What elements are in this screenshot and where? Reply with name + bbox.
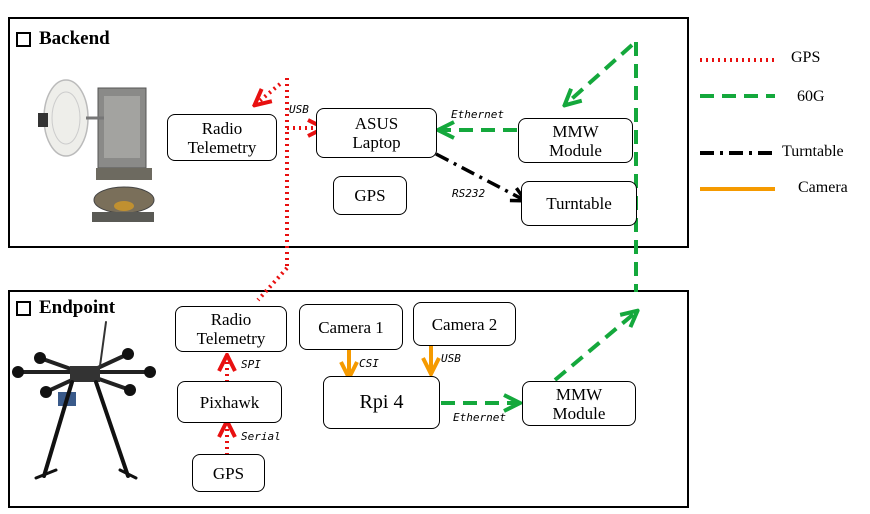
label-csi: CSI (359, 357, 379, 370)
label-spi: SPI (241, 358, 261, 371)
endpoint-mmw-to-60g (553, 312, 636, 382)
legend (700, 58, 775, 191)
label-usb-backend: USB (289, 103, 309, 116)
checkbox-icon (16, 31, 31, 47)
turntable-link (435, 152, 524, 200)
label-ethernet-backend: Ethernet (451, 108, 504, 121)
turntable-box: Turntable (521, 181, 637, 226)
endpoint-panel (8, 290, 689, 508)
legend-60g-label: 60G (797, 88, 825, 105)
60g-to-backend-mmw (566, 43, 634, 104)
label-usb-endpoint: USB (441, 352, 461, 365)
legend-camera-label: Camera (798, 179, 848, 196)
hexacopter-drone-photo (12, 321, 156, 480)
camera1-box: Camera 1 (299, 304, 403, 350)
gps-links (227, 78, 322, 455)
gps-to-backend-radio (256, 82, 282, 104)
endpoint-title: Endpoint (16, 297, 115, 319)
gps-to-endpoint-radio (256, 266, 289, 302)
pixhawk-box: Pixhawk (177, 381, 282, 423)
legend-gps-label: GPS (791, 49, 821, 66)
antenna-turntable-photo (38, 79, 155, 222)
label-ethernet-endpoint: Ethernet (453, 411, 506, 424)
backend-panel (8, 17, 689, 248)
camera2-box: Camera 2 (413, 302, 516, 346)
backend-gps-box: GPS (333, 176, 407, 215)
60g-links (440, 42, 636, 403)
legend-turntable-label: Turntable (782, 143, 844, 160)
rpi4-box: Rpi 4 (323, 376, 440, 429)
checkbox-icon (16, 300, 31, 316)
backend-title: Backend (16, 28, 110, 50)
label-rs232: RS232 (452, 187, 486, 200)
camera-links (349, 346, 431, 376)
endpoint-gps-box: GPS (192, 454, 265, 492)
label-serial: Serial (241, 430, 281, 443)
